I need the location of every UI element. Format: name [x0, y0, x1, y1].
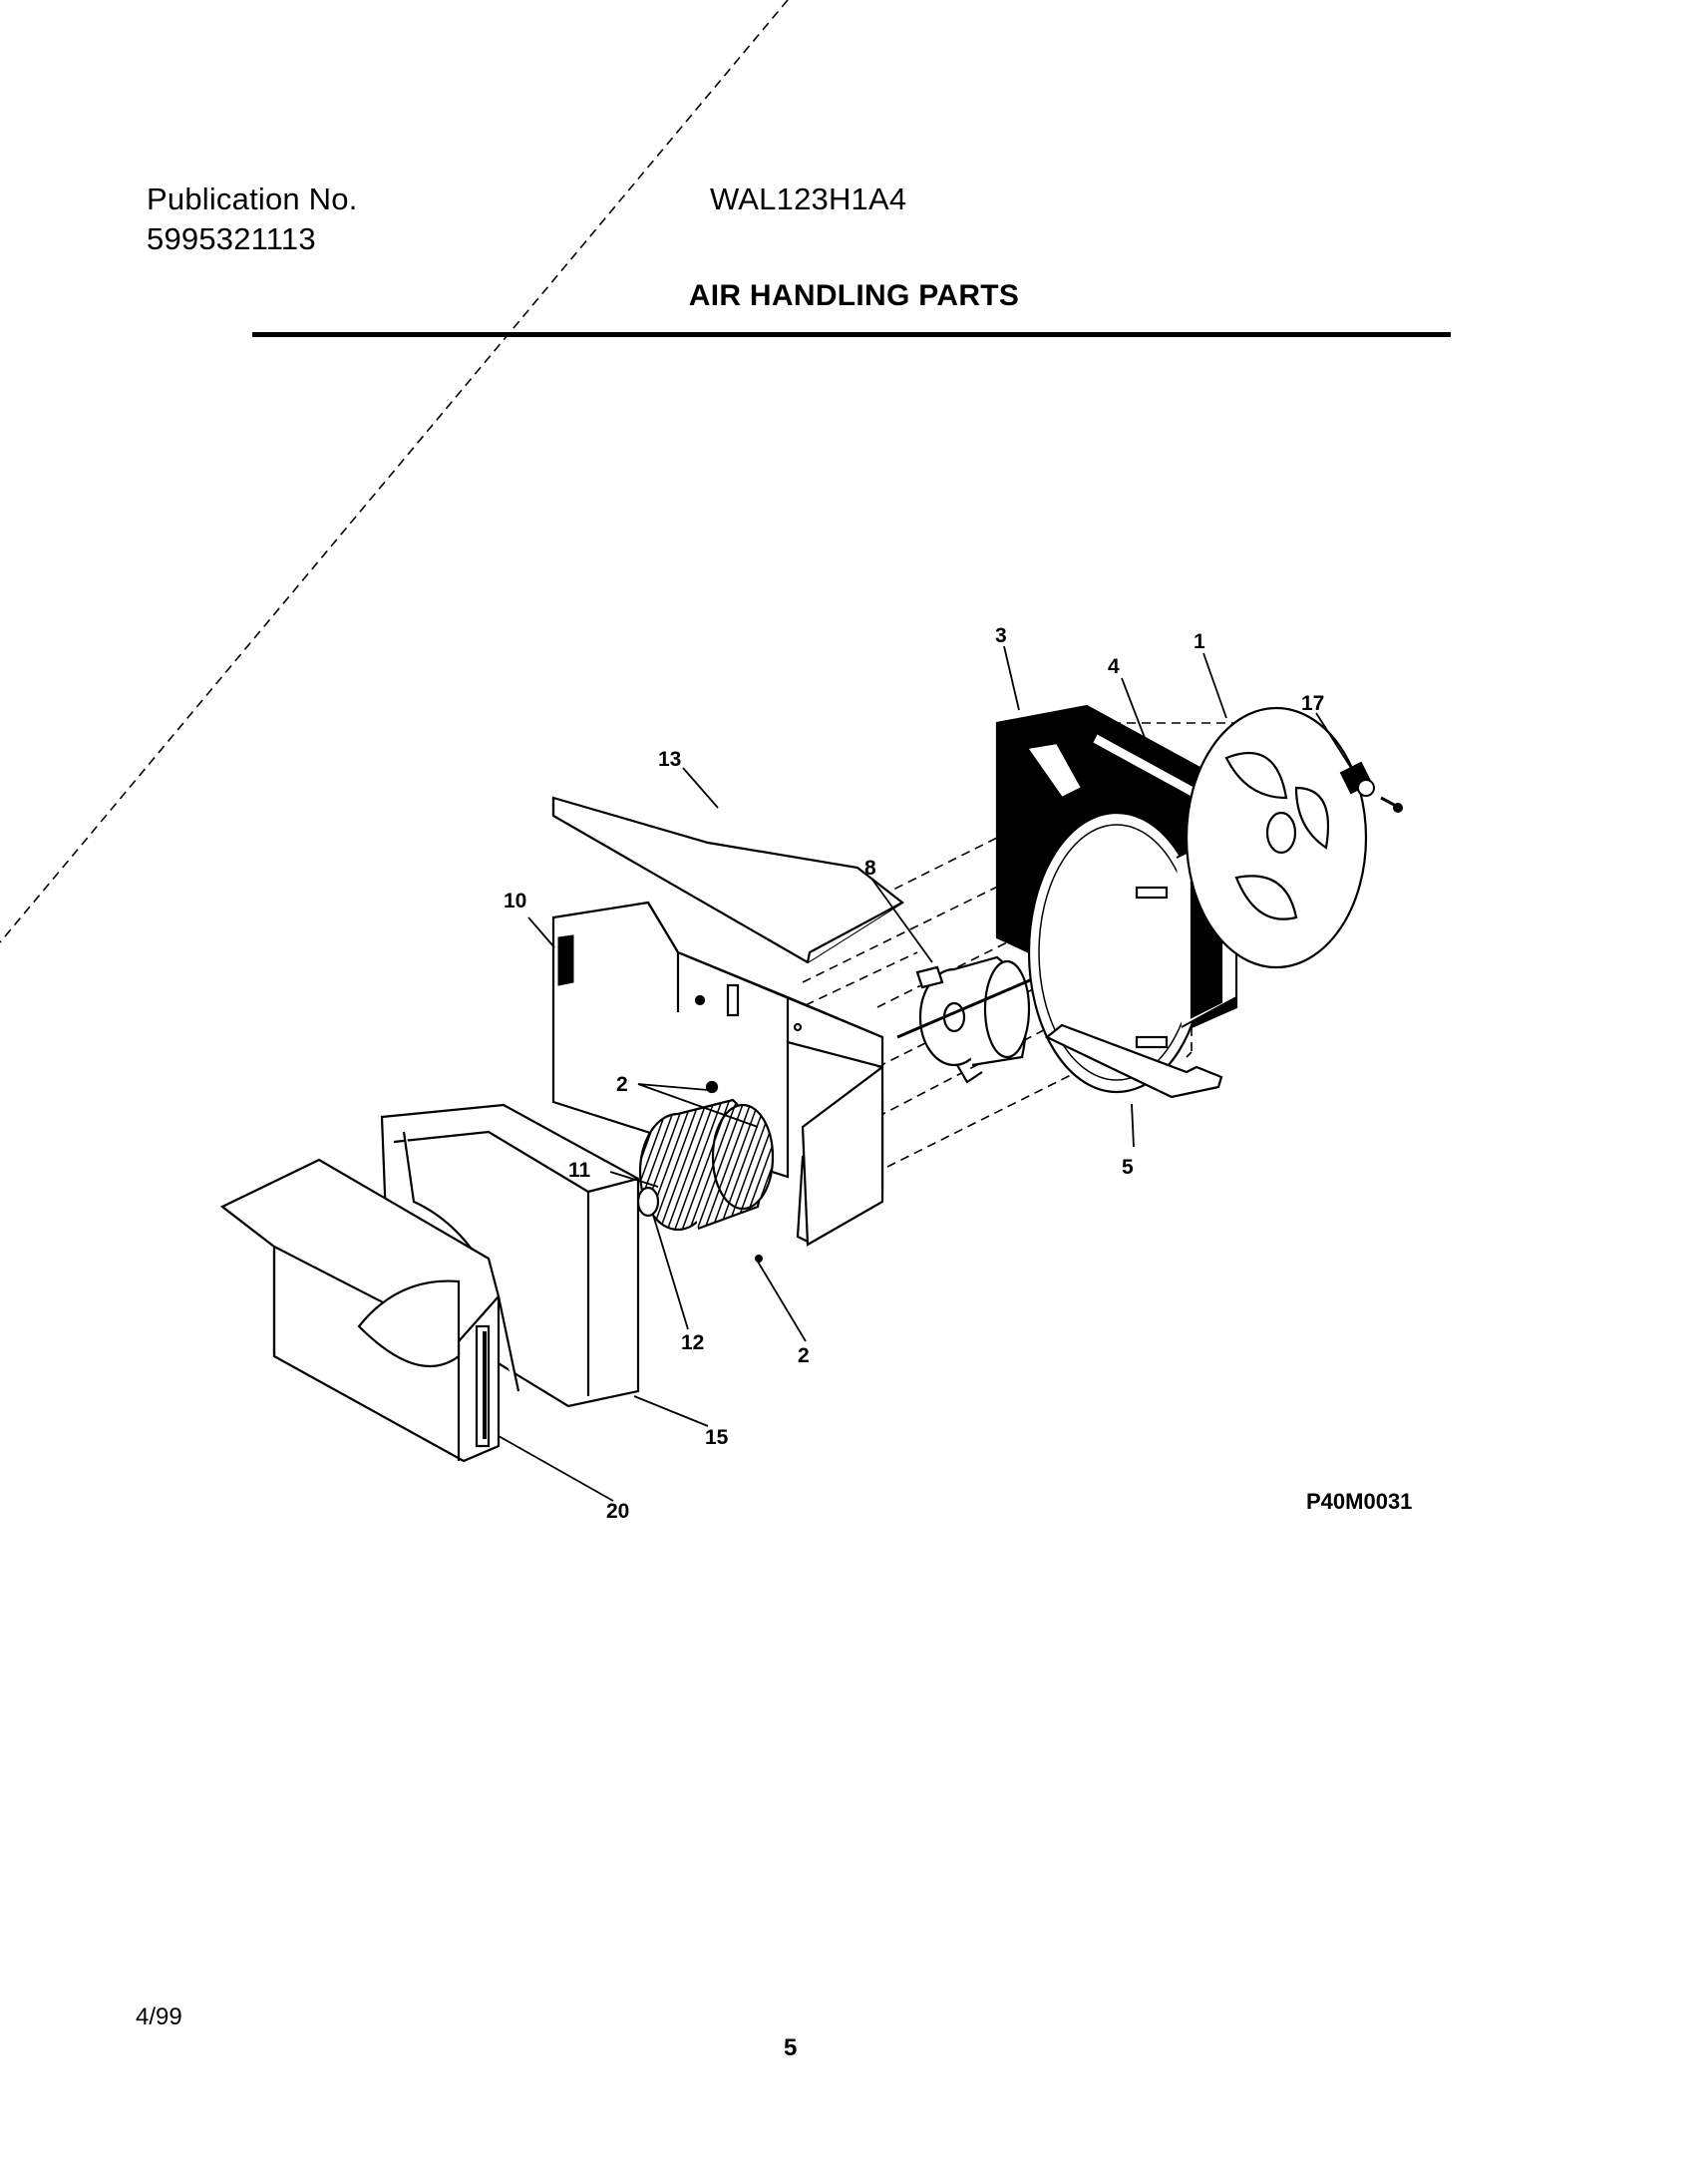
callout-2-lower: 2: [798, 1344, 810, 1367]
part-20-front-shroud: [219, 1158, 501, 1463]
callout-5: 5: [1122, 1156, 1134, 1179]
part-5-motor-mount: [1044, 1023, 1223, 1099]
callout-labels: 3 4 1 17 13 8 10 2 11 5 12 2 15 20: [504, 624, 1324, 1523]
publication-number: 5995321113: [147, 221, 316, 256]
revision-date: 4/99: [136, 2003, 182, 2030]
publication-label: Publication No.: [147, 182, 358, 216]
part-17-clamp: [1339, 761, 1403, 813]
part-11-blower-wheel: [636, 1098, 775, 1232]
page-title: AIR HANDLING PARTS: [688, 279, 1020, 312]
callout-20: 20: [606, 1500, 629, 1523]
callout-11: 11: [568, 1159, 591, 1182]
callout-1: 1: [1194, 630, 1205, 653]
part-8-motor: [896, 955, 1073, 1084]
leader-lines: [498, 645, 1352, 1502]
model-number: WAL123H1A4: [710, 182, 907, 216]
callout-8: 8: [864, 857, 876, 880]
callout-4: 4: [1108, 655, 1120, 678]
screw-lower: [755, 1255, 763, 1263]
callout-15: 15: [705, 1426, 729, 1449]
callout-3: 3: [995, 624, 1007, 647]
part-10-blower-housing: [551, 901, 884, 1247]
callout-2-upper: 2: [616, 1073, 628, 1096]
callout-10: 10: [504, 890, 526, 912]
callout-12: 12: [681, 1331, 704, 1354]
diagram-id: P40M0031: [1306, 1489, 1413, 1514]
part-1-fan-blade: [1185, 706, 1368, 969]
page-number: 5: [784, 2034, 798, 2061]
title-rule: [252, 332, 1451, 337]
callout-13: 13: [658, 748, 681, 771]
callout-17: 17: [1301, 692, 1324, 715]
part-13-top-panel: [551, 796, 904, 964]
